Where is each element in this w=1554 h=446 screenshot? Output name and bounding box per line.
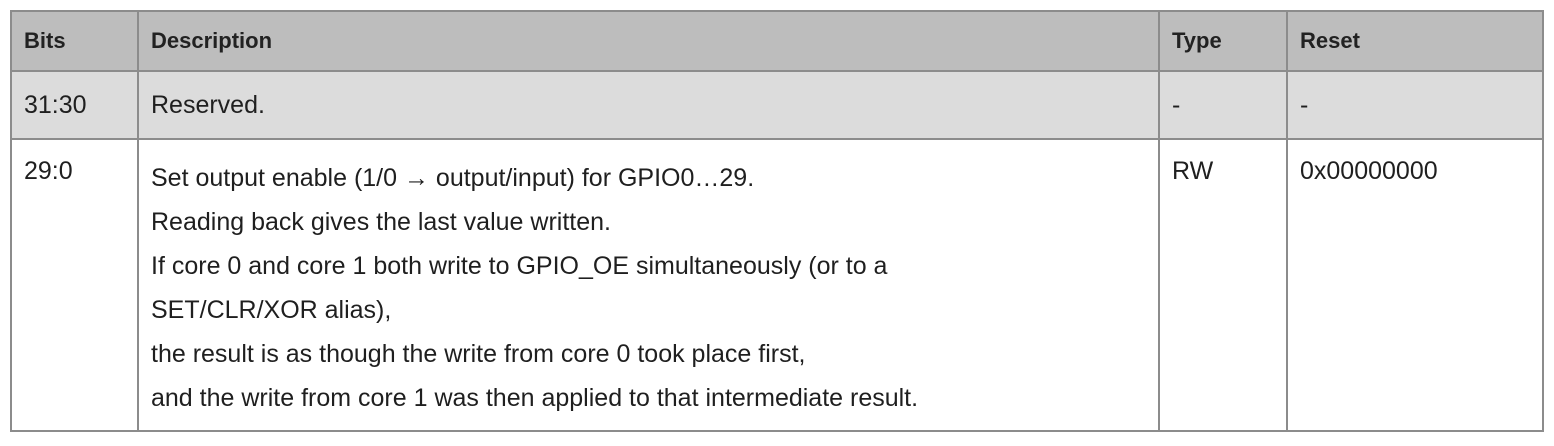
header-bits: Bits: [10, 10, 139, 72]
register-field-table: Bits Description Type Reset 31:30 Reserv…: [10, 10, 1544, 432]
description-line: SET/CLR/XOR alias),: [151, 296, 392, 324]
reset-value: 0x00000000: [1300, 157, 1438, 185]
table-row: 31:30 Reserved. - -: [10, 70, 1544, 140]
cell-bits: 29:0: [10, 138, 139, 432]
header-type: Type: [1158, 10, 1288, 72]
table-row: 29:0 Set output enable (1/0 → output/inp…: [10, 138, 1544, 432]
cell-bits: 31:30: [10, 70, 139, 140]
header-reset: Reset: [1286, 10, 1544, 72]
table-header-row: Bits Description Type Reset: [10, 10, 1544, 72]
cell-reset: -: [1286, 70, 1544, 140]
description-line: If core 0 and core 1 both write to GPIO_…: [151, 252, 888, 280]
register-table-container: Bits Description Type Reset 31:30 Reserv…: [10, 10, 1544, 432]
cell-type: RW: [1158, 138, 1288, 432]
type-value: RW: [1172, 157, 1214, 185]
cell-description: Reserved.: [137, 70, 1160, 140]
description-line: Reserved.: [151, 91, 265, 119]
cell-description: Set output enable (1/0 → output/input) f…: [137, 138, 1160, 432]
bits-value: 31:30: [24, 91, 87, 119]
cell-type: -: [1158, 70, 1288, 140]
bits-value: 29:0: [24, 157, 73, 185]
description-line: the result is as though the write from c…: [151, 340, 806, 368]
description-line: Reading back gives the last value writte…: [151, 208, 611, 236]
description-line: and the write from core 1 was then appli…: [151, 384, 919, 412]
cell-reset: 0x00000000: [1286, 138, 1544, 432]
type-value: -: [1172, 91, 1181, 119]
header-description: Description: [137, 10, 1160, 72]
reset-value: -: [1300, 91, 1309, 119]
description-line: Set output enable (1/0 → output/input) f…: [151, 164, 755, 192]
